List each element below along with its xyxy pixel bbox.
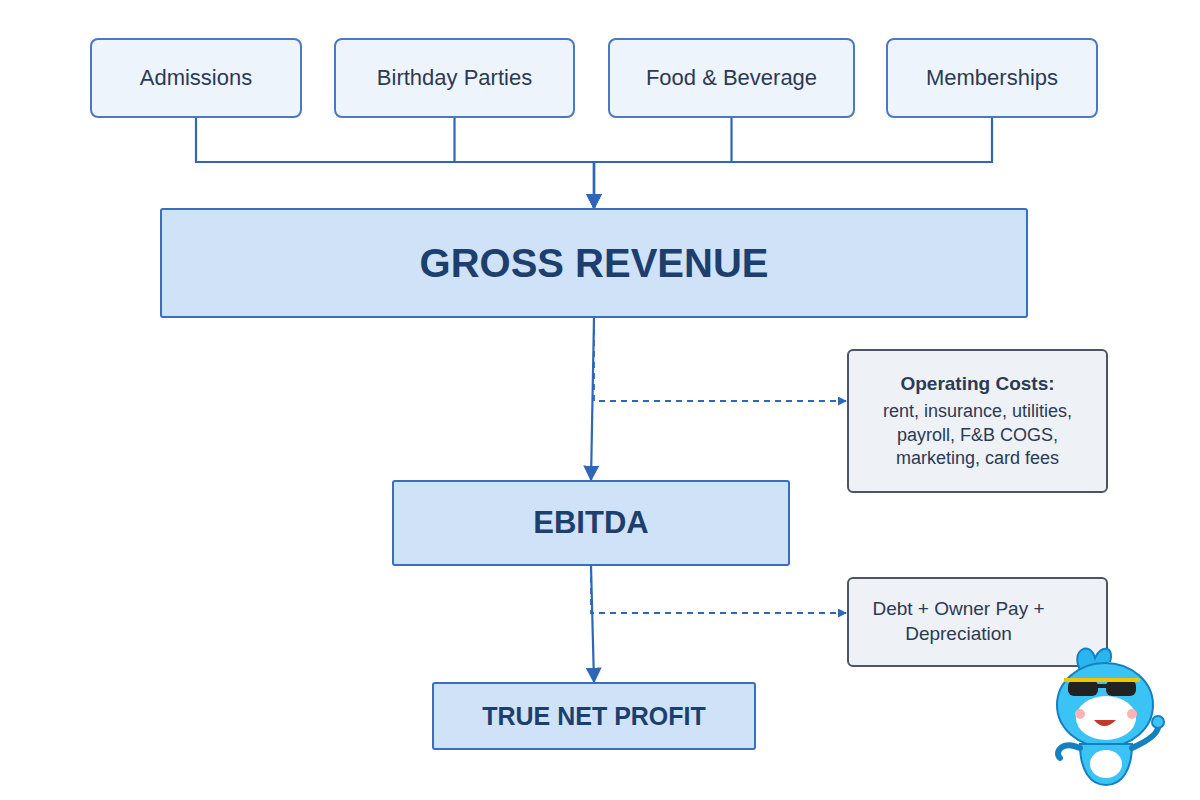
node-label: GROSS REVENUE: [420, 237, 769, 289]
node-label: TRUE NET PROFIT: [482, 700, 706, 733]
source-box: Food & Beverage: [608, 38, 855, 118]
node-label: EBITDA: [533, 503, 648, 543]
node-label: Food & Beverage: [646, 64, 817, 93]
source-box: Memberships: [886, 38, 1098, 118]
source-box: Admissions: [90, 38, 302, 118]
mascot-illustration: [1040, 640, 1180, 795]
dashed-arrow: [594, 318, 846, 401]
node-label: Debt + Owner Pay + Depreciation: [861, 597, 1056, 646]
total-box: GROSS REVENUE: [160, 208, 1028, 318]
dashed-arrow: [591, 566, 846, 613]
flow-arrow: [591, 566, 594, 682]
cost-box: Operating Costs: rent, insurance, utiliti…: [847, 349, 1108, 493]
node-label: Operating Costs:: [900, 372, 1054, 397]
result-box: EBITDA: [392, 480, 790, 566]
deduction-box: Debt + Owner Pay + Depreciation: [847, 577, 1108, 667]
node-label: Memberships: [926, 64, 1058, 93]
node-label: Birthday Parties: [377, 64, 532, 93]
flow-arrow: [196, 118, 594, 208]
result-box: TRUE NET PROFIT: [432, 682, 756, 750]
node-label: Admissions: [140, 64, 252, 93]
node-body: rent, insurance, utilities, payroll, F&B…: [861, 400, 1094, 470]
flow-arrow: [455, 118, 595, 208]
flow-arrow: [594, 118, 992, 208]
flow-arrow: [591, 318, 594, 480]
source-box: Birthday Parties: [334, 38, 575, 118]
